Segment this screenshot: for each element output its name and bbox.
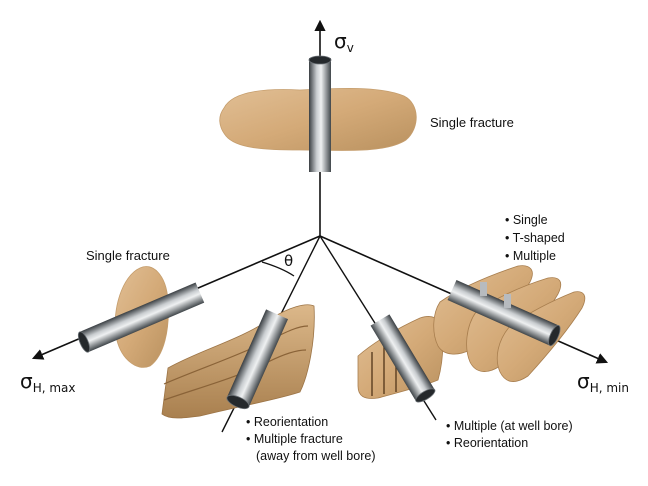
mid-left-label-reorientation: • Reorientation <box>246 415 328 429</box>
mid-right-well-pipe <box>370 314 436 403</box>
right-label-single: • Single <box>505 213 548 227</box>
top-fracture-label: Single fracture <box>430 115 514 130</box>
mid-right-label-multiple: • Multiple (at well bore) <box>446 419 573 433</box>
sigma-hmax-label: σH, max <box>20 369 75 395</box>
left-fracture-label: Single fracture <box>86 248 170 263</box>
right-label-multiple: • Multiple <box>505 249 556 263</box>
right-fracture-group <box>433 265 586 382</box>
mid-right-well-opening <box>415 388 436 403</box>
mid-right-fracture-group <box>357 314 444 403</box>
angle-arc <box>261 261 295 277</box>
left-well-opening <box>77 331 91 353</box>
mid-left-label-multiple: • Multiple fracture <box>246 432 343 446</box>
right-label-tshaped: • T-shaped <box>505 231 565 245</box>
top-well-pipe <box>309 58 331 172</box>
sigma-hmin-label: σH, min <box>577 369 629 395</box>
top-fracture-group <box>219 55 417 172</box>
mid-right-label-reorientation: • Reorientation <box>446 436 528 450</box>
mid-left-well-opening <box>226 394 250 410</box>
mid-left-well-pipe <box>226 309 289 410</box>
mid-left-label-away: (away from well bore) <box>256 449 375 463</box>
top-well-opening <box>308 55 332 65</box>
right-group-labels: • Single • T-shaped • Multiple <box>505 213 565 263</box>
right-t-branch-1 <box>480 282 487 296</box>
right-well-opening <box>548 324 561 347</box>
sigma-v-label: σv <box>334 29 354 55</box>
right-t-branch-2 <box>504 294 511 308</box>
mid-right-group-labels: • Multiple (at well bore) • Reorientatio… <box>446 419 573 450</box>
right-well-pipe <box>447 279 561 347</box>
left-well-pipe <box>77 282 205 353</box>
left-fracture-group <box>77 266 205 368</box>
mid-left-fracture-group <box>161 304 315 419</box>
mid-left-group-labels: • Reorientation • Multiple fracture (awa… <box>246 415 375 463</box>
theta-label: θ <box>284 252 293 270</box>
